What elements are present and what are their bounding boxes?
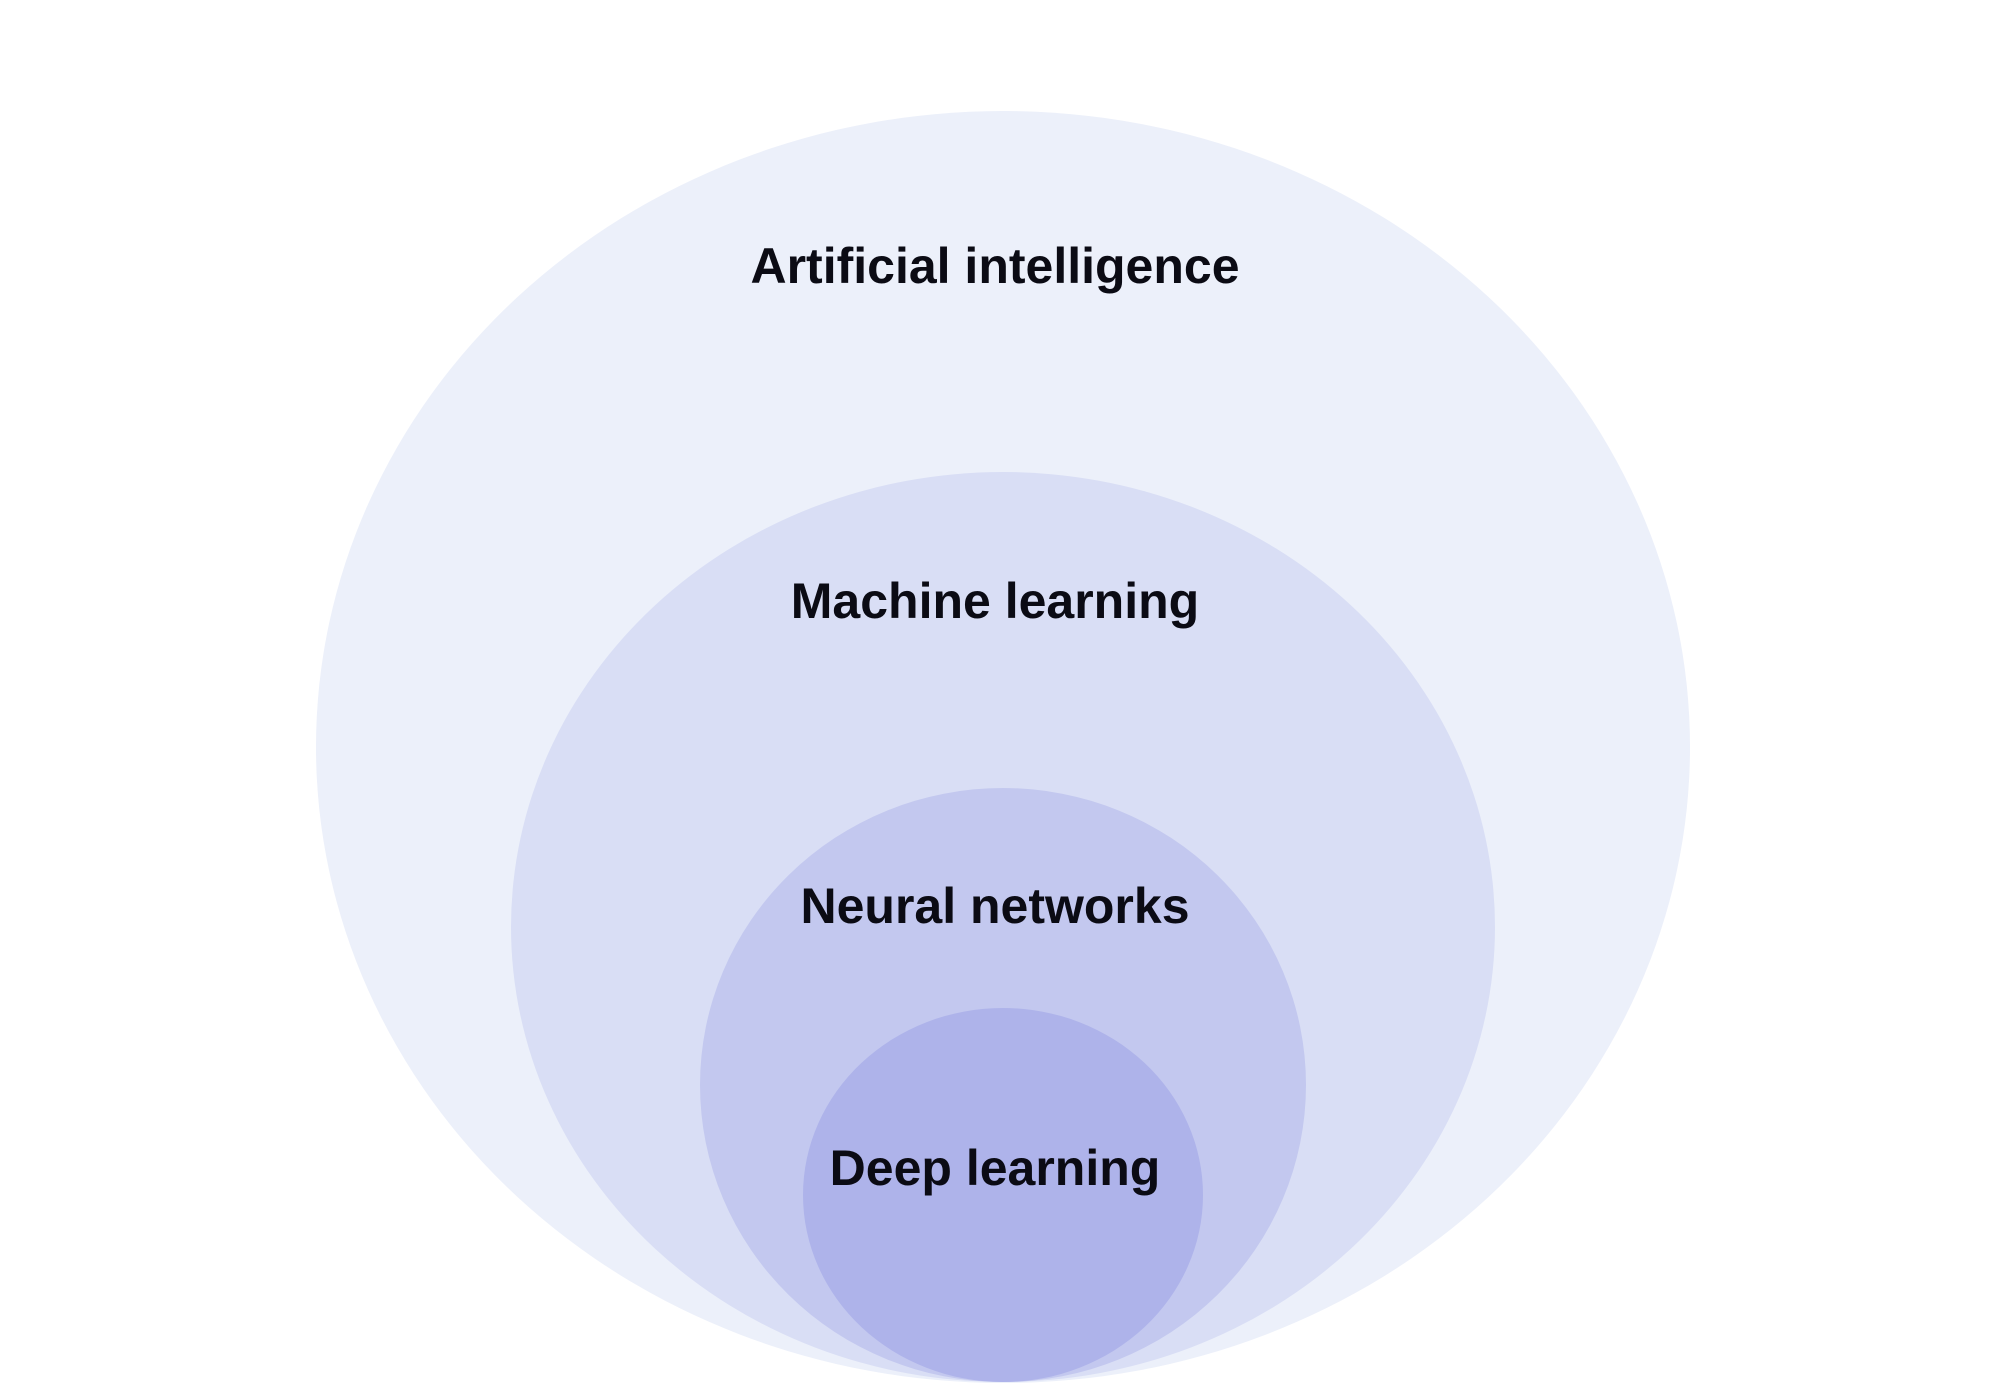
label-deep-learning: Deep learning bbox=[830, 1140, 1161, 1196]
ellipse-deep-learning bbox=[803, 1008, 1203, 1382]
label-neural-networks: Neural networks bbox=[800, 878, 1189, 934]
label-artificial-intelligence: Artificial intelligence bbox=[750, 238, 1239, 294]
layer-deep-learning: Deep learning bbox=[803, 1008, 1203, 1382]
label-machine-learning: Machine learning bbox=[791, 573, 1199, 629]
